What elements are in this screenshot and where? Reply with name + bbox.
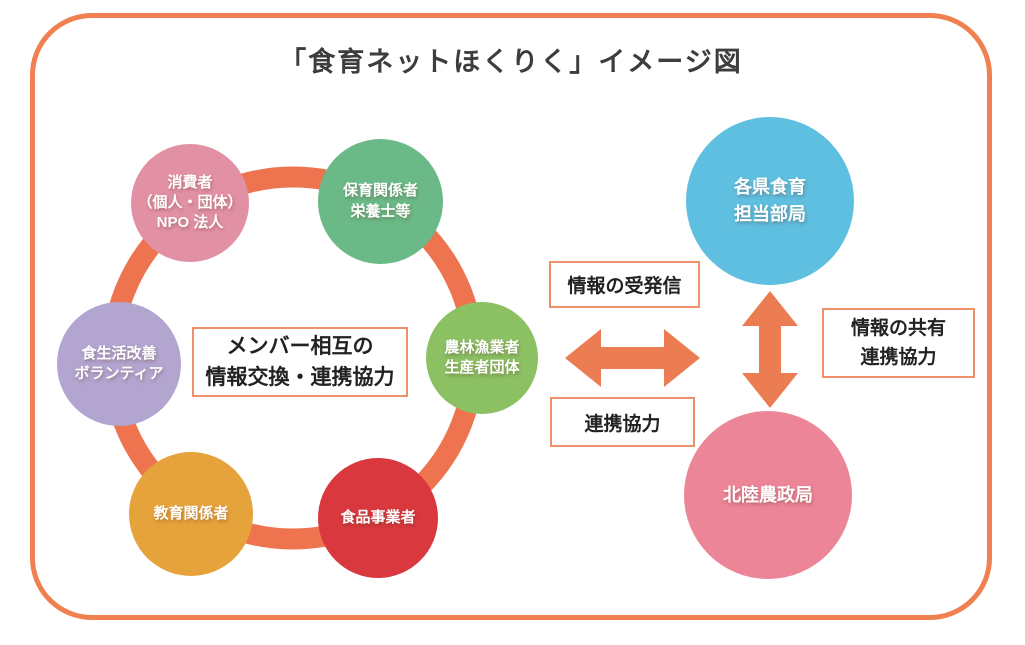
label-line: 連携協力 <box>860 347 937 368</box>
vertical-double-arrow <box>742 291 798 408</box>
circle-label-line: 食品事業者 <box>340 508 416 526</box>
vertical-double-arrow-shape <box>742 291 798 408</box>
diagram-title: 「食育ネットほくりく」イメージ図 <box>279 47 743 77</box>
circle-label-line: 各県食育 <box>734 177 806 197</box>
circle-label-line: 栄養士等 <box>350 202 411 220</box>
circle-label-line: ボランティア <box>74 365 164 382</box>
label-line: 情報の共有 <box>850 317 946 339</box>
circle-prefecture-shokuiku-dept: 各県食育 担当部局 <box>686 117 854 285</box>
horizontal-double-arrow-shape <box>565 329 700 387</box>
cooperation-label-box: 連携協力 <box>550 397 695 447</box>
label-line: 連携協力 <box>584 413 661 435</box>
label-line: 情報の受発信 <box>567 276 682 297</box>
circle-food-businesses: 食品事業者 <box>318 458 438 578</box>
circle-label-line: 食生活改善 <box>81 344 157 362</box>
circle-label-line: （個人・団体） <box>137 193 243 211</box>
send-receive-label-box: 情報の受発信 <box>549 261 700 308</box>
circle-education-workers: 教育関係者 <box>129 452 253 576</box>
circle-label-line: 担当部局 <box>734 204 806 224</box>
info-share-label-box: 情報の共有 連携協力 <box>822 308 975 378</box>
circle-childcare-workers: 保育関係者 栄養士等 <box>318 139 443 264</box>
member-exchange-label-box: メンバー相互の 情報交換・連携協力 <box>192 327 408 397</box>
circle-label-line: 教育関係者 <box>153 504 229 522</box>
label-line: メンバー相互の <box>226 334 374 358</box>
circle-label-line: 北陸農政局 <box>723 484 813 505</box>
circle-label-line: 消費者 <box>167 173 213 191</box>
circle-dietary-improvement-volunteers: 食生活改善 ボランティア <box>57 302 181 426</box>
circle-label-line: 生産者団体 <box>444 359 520 376</box>
circle-label-line: 保育関係者 <box>342 182 418 200</box>
circle-consumers: 消費者 （個人・団体） NPO 法人 <box>131 144 249 262</box>
circle-agriculture-forestry-fisheries: 農林漁業者 生産者団体 <box>426 302 538 414</box>
circle-hokuriku-agricultural-administration: 北陸農政局 <box>684 411 852 579</box>
label-line: 情報交換・連携協力 <box>205 366 395 389</box>
circle-label-line: 農林漁業者 <box>444 338 520 356</box>
horizontal-double-arrow <box>565 329 700 387</box>
circle-label-line: NPO 法人 <box>156 214 224 232</box>
